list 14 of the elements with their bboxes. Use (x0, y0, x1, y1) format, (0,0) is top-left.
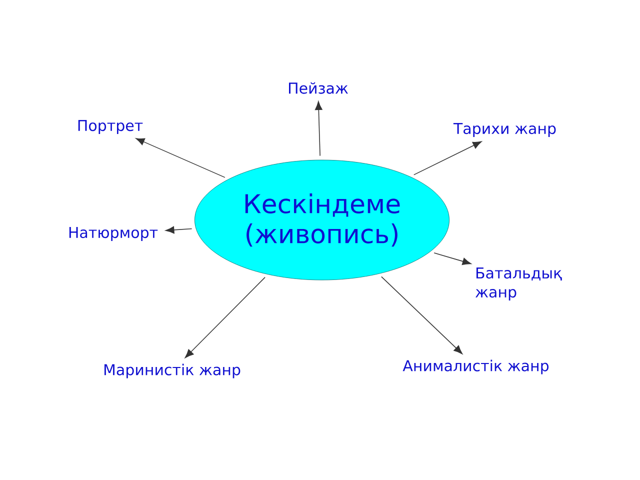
genre-label: Анималистік жанр (402, 360, 549, 374)
genre-label: Тарихи жанр (453, 122, 556, 138)
genre-label: Натюрморт (69, 226, 158, 242)
arrow (381, 276, 462, 354)
arrow (414, 141, 482, 176)
genre-label: Батальдық жанр (476, 267, 562, 301)
arrow (314, 101, 322, 156)
genre-label: Портрет (78, 120, 143, 134)
arrow (136, 138, 226, 178)
arrow (184, 276, 266, 358)
arrow (434, 252, 472, 265)
genre-label: Маринистік жанр (104, 364, 240, 378)
arrow (165, 226, 192, 234)
genre-label: Пейзаж (289, 82, 348, 94)
